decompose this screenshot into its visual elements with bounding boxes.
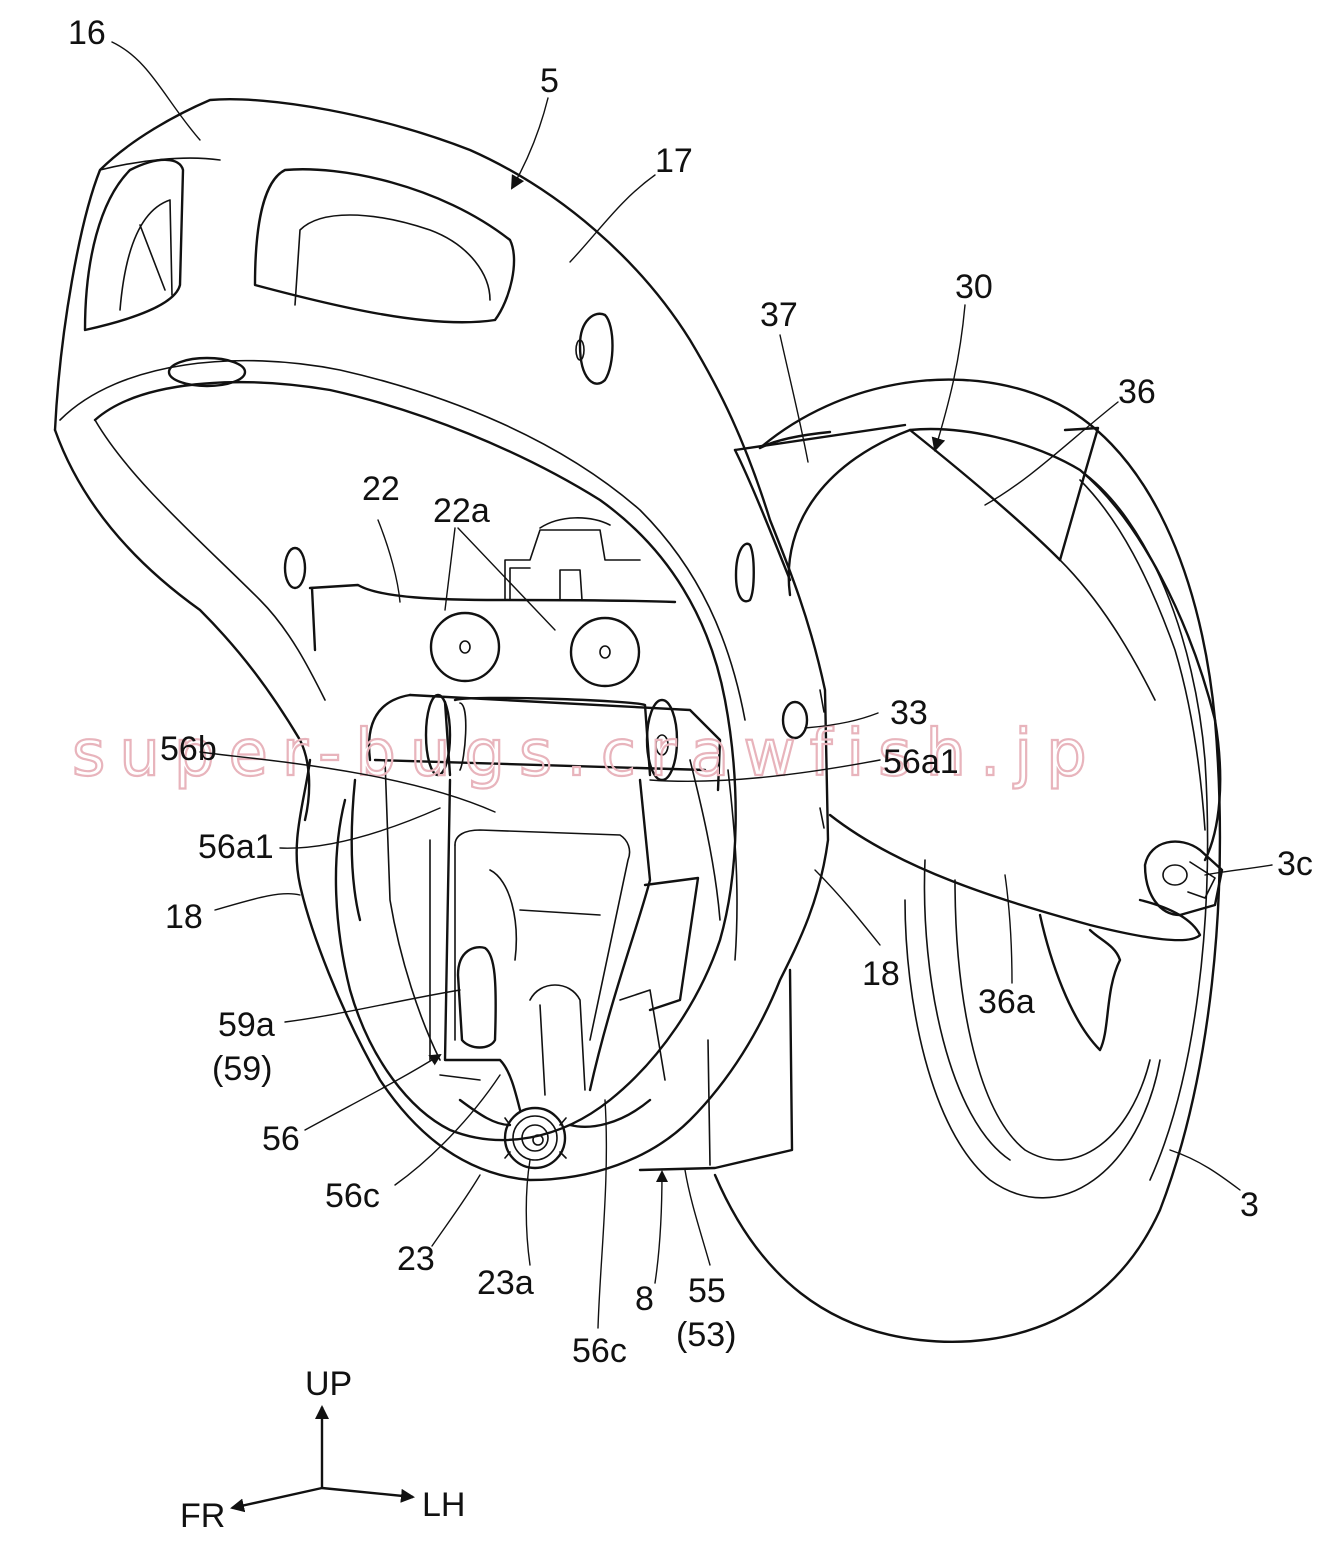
label-56a1-right: 56a1 — [883, 743, 959, 781]
label-fr: FR — [180, 1497, 225, 1535]
label-up: UP — [305, 1365, 352, 1403]
fork-bracket — [638, 423, 907, 1172]
label-36a: 36a — [978, 983, 1035, 1021]
watermark-text: super-bugs.crawfish.jp — [72, 717, 1101, 791]
label-3: 3 — [1240, 1186, 1259, 1224]
label-59: (59) — [212, 1050, 272, 1088]
direction-indicator: UP LH FR — [180, 1365, 465, 1535]
label-8: 8 — [635, 1280, 654, 1318]
label-23a: 23a — [477, 1264, 534, 1302]
fr-arrow — [230, 1486, 323, 1513]
label-55: 55 — [688, 1272, 726, 1310]
label-56b: 56b — [160, 730, 217, 768]
label-56: 56 — [262, 1120, 300, 1158]
label-18-left: 18 — [165, 898, 203, 936]
label-22: 22 — [362, 470, 400, 508]
watermark: super-bugs.crawfish.jp — [71, 716, 1101, 792]
leader-lines — [111, 41, 1273, 1329]
label-22a: 22a — [433, 492, 490, 530]
wheel — [713, 378, 1222, 1343]
label-53: (53) — [676, 1316, 736, 1354]
label-5: 5 — [540, 62, 559, 100]
reference-labels: 16 5 17 30 37 36 22 22a 33 56b 56a1 56a1… — [68, 14, 1313, 1370]
pivot-bolt — [503, 1106, 567, 1170]
label-30: 30 — [955, 268, 993, 306]
label-56c-left: 56c — [325, 1177, 380, 1215]
label-lh: LH — [422, 1486, 465, 1524]
label-16: 16 — [68, 14, 106, 52]
label-59a: 59a — [218, 1006, 275, 1044]
lamp-bracket — [350, 693, 722, 1128]
label-56a1-left: 56a1 — [198, 828, 274, 866]
cross-member — [283, 517, 677, 688]
label-36: 36 — [1118, 373, 1156, 411]
label-33: 33 — [890, 694, 928, 732]
headlight-housing — [53, 98, 830, 1182]
label-18-right: 18 — [862, 955, 900, 993]
label-3c: 3c — [1277, 845, 1313, 883]
label-56c-bottom: 56c — [572, 1332, 627, 1370]
front-fender — [787, 426, 1224, 1052]
label-37: 37 — [760, 296, 798, 334]
label-23: 23 — [397, 1240, 435, 1278]
label-17: 17 — [655, 142, 693, 180]
lh-arrow — [321, 1486, 415, 1503]
